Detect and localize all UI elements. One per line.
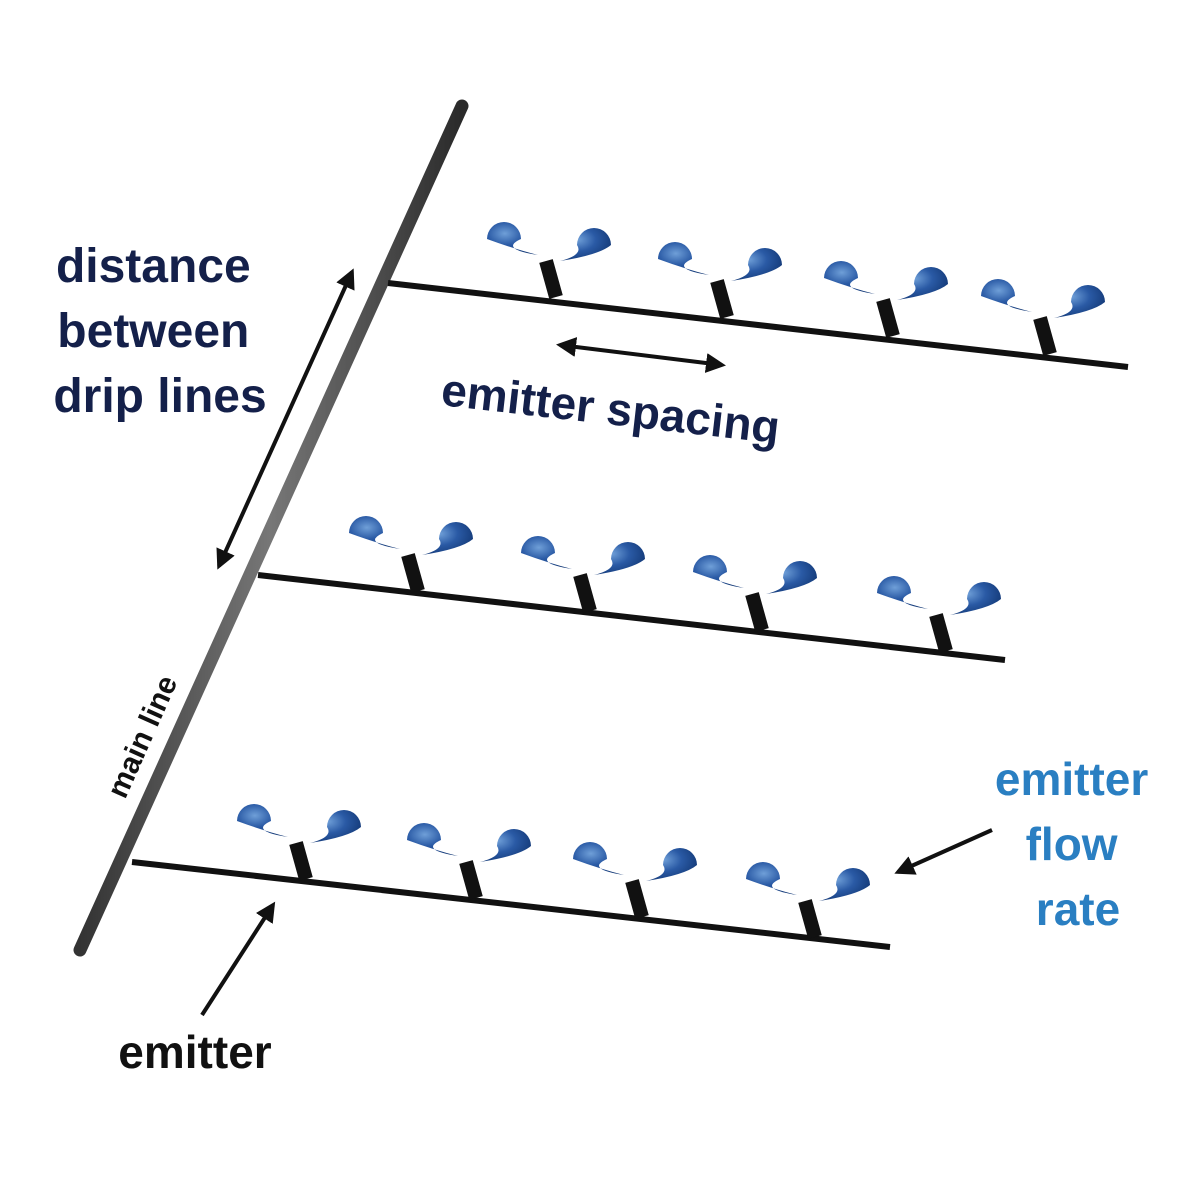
water-drop <box>480 829 531 862</box>
water-drop <box>521 536 572 569</box>
drip-line-1 <box>387 222 1129 370</box>
emitter-stem <box>459 860 483 900</box>
emitter-stem <box>929 613 953 653</box>
water-drop <box>693 555 744 588</box>
emitter-stem <box>625 879 649 919</box>
water-drop <box>487 222 538 255</box>
water-drop <box>950 582 1001 615</box>
drip-line-3 <box>131 804 891 950</box>
water-drop <box>658 242 709 275</box>
emitter-group <box>237 804 870 939</box>
water-drop <box>237 804 288 837</box>
drip-line-pipe <box>131 859 891 950</box>
drip-line-pipe <box>257 572 1006 663</box>
water-drop <box>824 261 875 294</box>
water-drop <box>573 842 624 875</box>
emitter <box>693 555 817 632</box>
emitter <box>658 242 782 319</box>
emitter <box>487 222 611 299</box>
emitter <box>981 279 1105 356</box>
emitter <box>237 804 361 881</box>
emitter-stem <box>401 553 425 593</box>
emitter-spacing-label: emitter spacing <box>439 363 783 453</box>
water-drop <box>731 248 782 281</box>
drip-line-pipe <box>387 280 1129 370</box>
water-drop <box>407 823 458 856</box>
water-drop <box>1054 285 1105 318</box>
drip-line-2 <box>257 516 1006 663</box>
water-drop <box>746 862 797 895</box>
emitter-stem <box>745 592 769 632</box>
water-drop <box>646 848 697 881</box>
flow-rate-label: emitter flow rate <box>995 753 1161 935</box>
water-drop <box>819 868 870 901</box>
emitter-group <box>487 222 1105 356</box>
water-drop <box>766 561 817 594</box>
emitter-stem <box>876 298 900 338</box>
water-drop <box>981 279 1032 312</box>
emitter <box>349 516 473 593</box>
emitter-group <box>349 516 1001 653</box>
water-drop <box>560 228 611 261</box>
water-drop <box>310 810 361 843</box>
water-drop <box>897 267 948 300</box>
emitter-label: emitter <box>118 1026 271 1078</box>
emitter-stem <box>573 573 597 613</box>
emitter-stem <box>539 259 563 299</box>
emitter-stem <box>798 899 822 939</box>
emitter-stem <box>289 841 313 881</box>
flow-rate-arrow <box>894 828 993 875</box>
distance-arrow <box>216 268 355 570</box>
main-line-pipe <box>73 99 469 957</box>
emitter <box>573 842 697 919</box>
emitter <box>521 536 645 613</box>
emitter-spacing-arrow <box>556 337 726 373</box>
emitter <box>877 576 1001 653</box>
emitter <box>746 862 870 939</box>
emitter-stem <box>1033 316 1057 356</box>
emitter-stem <box>710 279 734 319</box>
water-drop <box>877 576 928 609</box>
water-drop <box>349 516 400 549</box>
emitter <box>407 823 531 900</box>
emitter <box>824 261 948 338</box>
distance-label: distance between drip lines <box>53 240 266 423</box>
emitter-arrow <box>200 901 276 1017</box>
water-drop <box>422 522 473 555</box>
water-drop <box>594 542 645 575</box>
